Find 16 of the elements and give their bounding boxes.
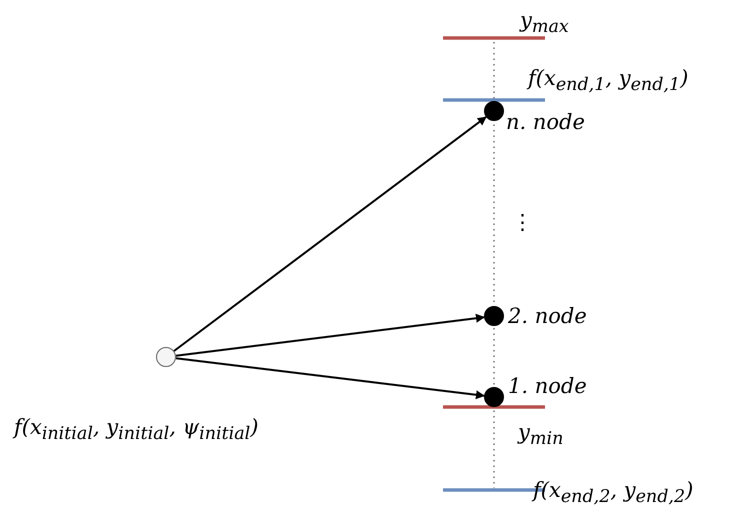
node-caption: f(x$_{initial}$, y$_{initial}$, ψ$_{initial}$) [14,415,258,446]
node-caption: 1. node [508,374,587,400]
function-label: f(x$_{end,1}$, y$_{end,1}$) [528,66,688,96]
start-circle [156,347,176,367]
arrow [173,116,487,352]
axis-label: y$_{max}$ [520,8,569,38]
node-dot [484,306,504,326]
arrow [176,314,485,357]
function-label: f(x$_{end,2}$, y$_{end,2}$) [533,478,694,508]
axis-label: y$_{min}$ [518,420,564,450]
node-dot [484,387,504,407]
node-caption: n. node [506,110,585,136]
node-dot [484,101,504,121]
ellipsis: ⋮ [512,210,533,236]
node-caption: 2. node [508,304,587,330]
arrow [176,357,485,400]
